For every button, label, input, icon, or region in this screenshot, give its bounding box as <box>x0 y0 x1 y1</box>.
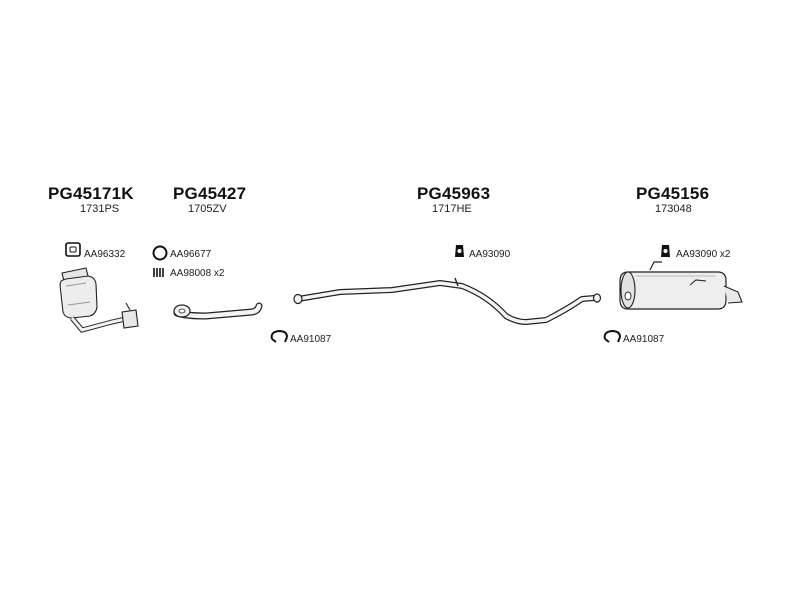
rubber-mount-icon <box>661 245 670 257</box>
accessory-label-spring: AA98008 x2 <box>170 268 225 279</box>
clamp-icon <box>603 329 621 343</box>
rubber-mount-icon <box>455 245 464 257</box>
clamp-icon <box>270 329 288 343</box>
accessory-label-clamp-left: AA91087 <box>290 334 332 345</box>
accessory-label-mount-right: AA93090 x2 <box>676 249 731 260</box>
part-number-middle-pipe: PG45963 <box>417 184 491 203</box>
sub-number-rear-silencer: 173048 <box>655 203 692 215</box>
spring-icon <box>153 268 165 277</box>
accessory-label-mount-middle: AA93090 <box>469 249 511 260</box>
rear-silencer <box>619 261 743 310</box>
part-number-rear-silencer: PG45156 <box>636 184 710 203</box>
sub-number-front-pipe: 1705ZV <box>188 203 227 215</box>
part-number-catalyst: PG45171K <box>48 184 134 203</box>
sub-number-middle-pipe: 1717HE <box>432 203 472 215</box>
square-gasket-icon <box>65 242 81 257</box>
part-number-front-pipe: PG45427 <box>173 184 247 203</box>
accessory-label-ring: AA96677 <box>170 249 212 260</box>
middle-pipe <box>293 277 602 325</box>
sub-number-catalyst: 1731PS <box>80 203 120 215</box>
ring-gasket-icon <box>152 245 168 261</box>
catalytic-converter <box>59 267 139 333</box>
front-pipe <box>173 302 263 320</box>
accessory-label-clamp-right: AA91087 <box>623 334 665 345</box>
accessory-label-gasket: AA96332 <box>84 249 126 260</box>
